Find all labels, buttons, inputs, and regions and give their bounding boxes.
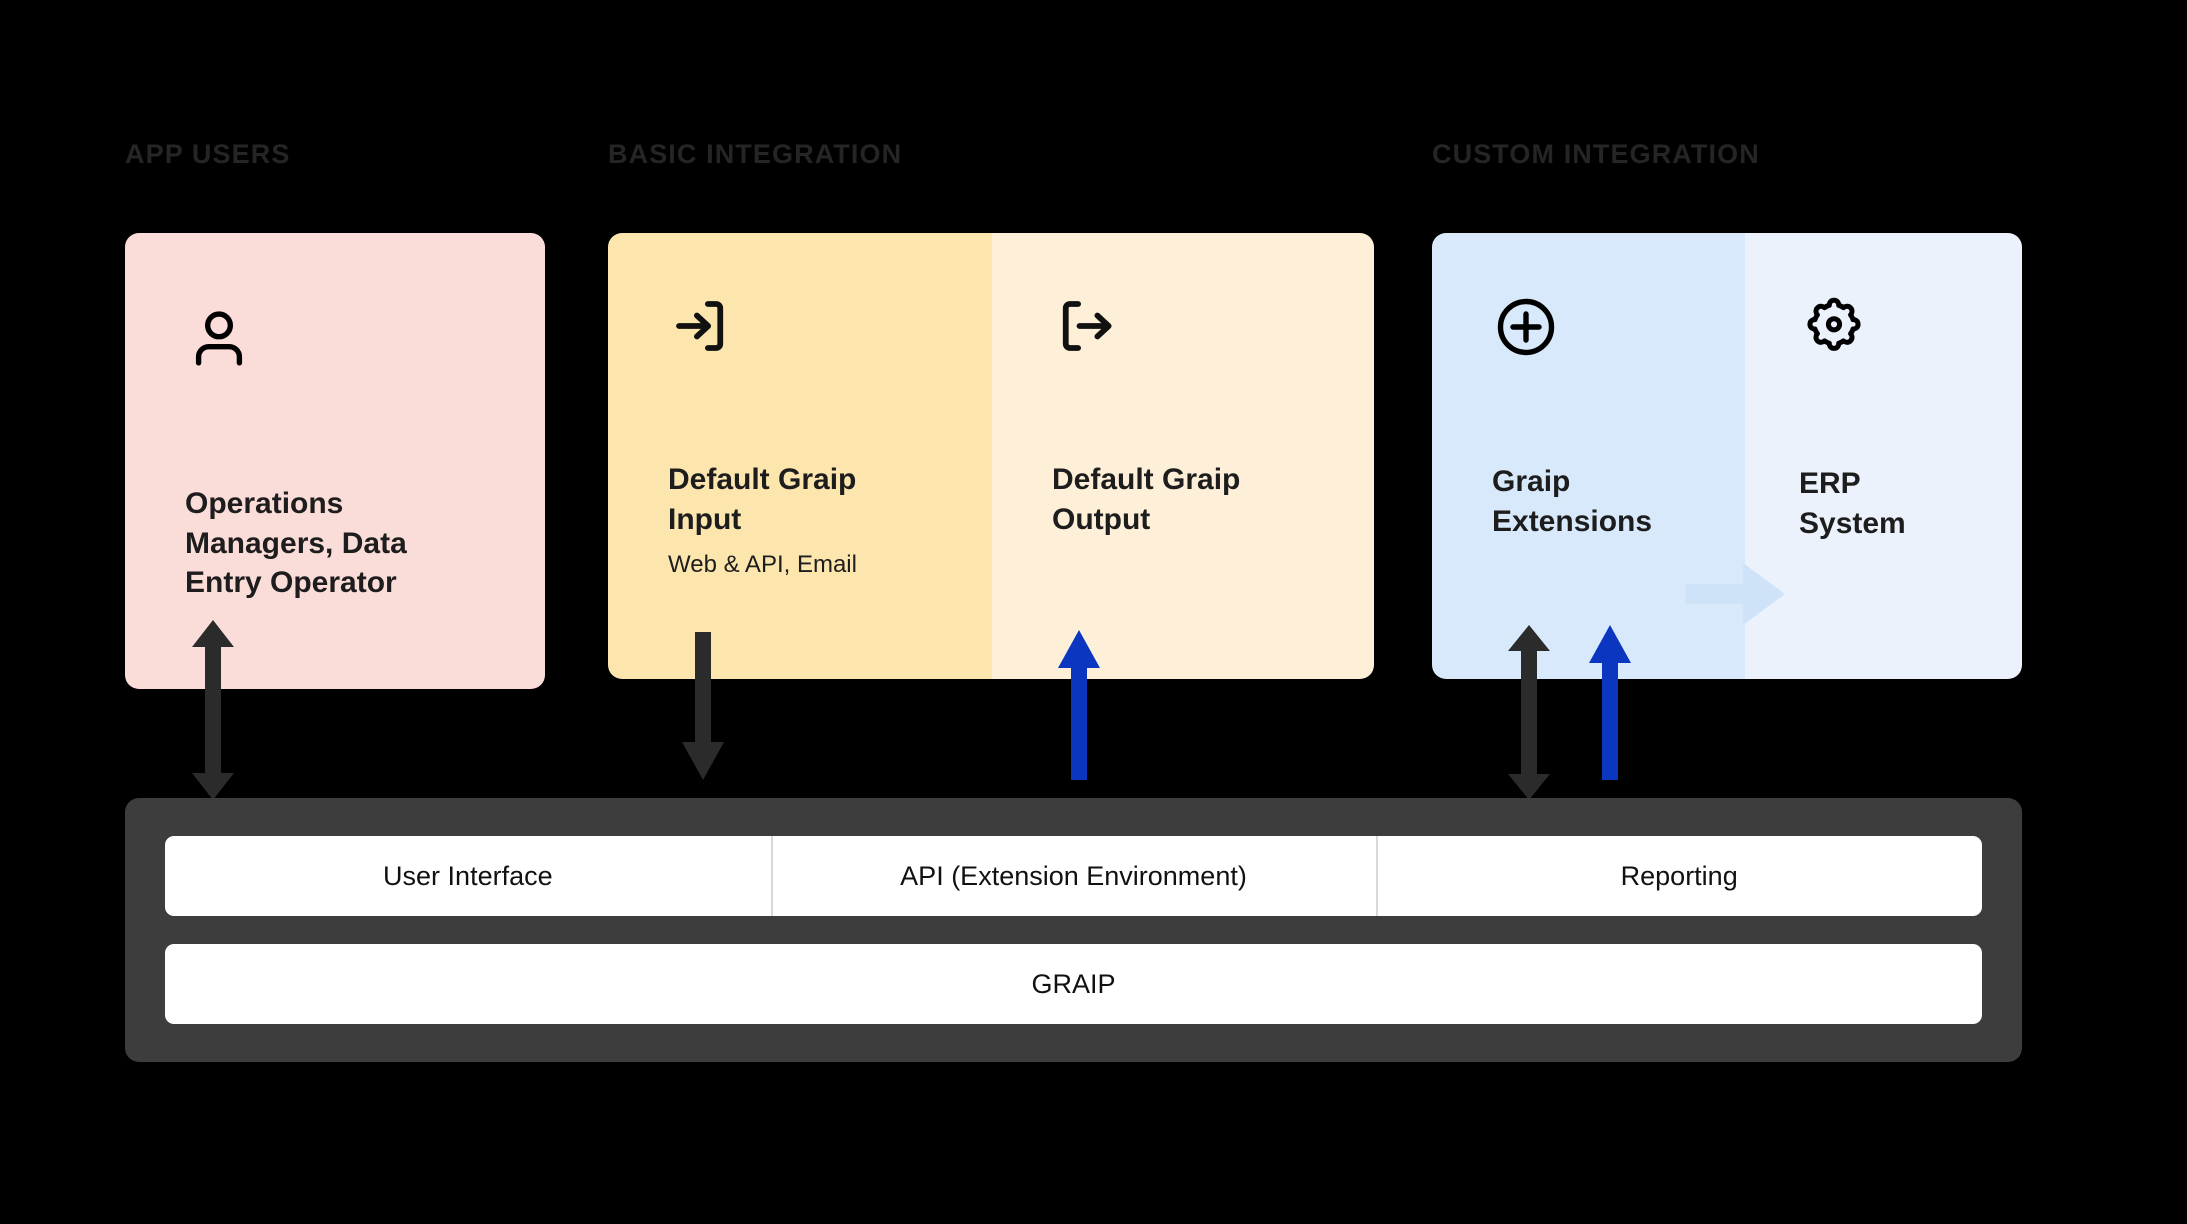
log-out-icon: [1052, 293, 1374, 364]
panel-graip-extensions[interactable]: Graip Extensions: [1432, 233, 1745, 679]
section-label-basic-integration: BASIC INTEGRATION: [608, 139, 903, 169]
card-basic-input-title: Default Graip Input: [668, 463, 857, 536]
card-erp-system-title: ERP System: [1799, 467, 1906, 540]
connector-basic-output-up: [1056, 630, 1102, 780]
person-icon: [185, 305, 545, 378]
section-label-app-users: APP USERS: [125, 139, 291, 169]
card-custom-integration[interactable]: Graip Extensions ERP System: [1432, 233, 2022, 679]
platform-cell-reporting[interactable]: Reporting: [1376, 836, 1982, 916]
connector-custom-reporting-up: [1587, 625, 1633, 780]
card-basic-output-title: Default Graip Output: [1052, 463, 1241, 536]
log-in-icon: [668, 293, 992, 364]
connector-app-users-bidirectional: [190, 620, 236, 800]
platform-cell-api-extension-environment[interactable]: API (Extension Environment): [770, 836, 1377, 916]
card-app-users-body: Operations Managers, Data Entry Operator: [125, 233, 545, 689]
platform-cell-user-interface[interactable]: User Interface: [383, 860, 553, 891]
card-app-users[interactable]: Operations Managers, Data Entry Operator: [125, 233, 545, 689]
connector-basic-input-down: [680, 632, 726, 780]
platform-services-row: User Interface API (Extension Environmen…: [165, 836, 1982, 916]
plus-circle-icon: [1492, 293, 1745, 366]
card-app-users-title: Operations Managers, Data Entry Operator: [185, 487, 407, 600]
graip-platform: User Interface API (Extension Environmen…: [125, 798, 2022, 1062]
platform-core-row: GRAIP: [165, 944, 1982, 1024]
gear-icon: [1799, 293, 2022, 368]
panel-default-graip-input[interactable]: Default Graip Input Web & API, Email: [608, 233, 992, 679]
card-basic-input-subtitle: Web & API, Email: [668, 551, 857, 579]
card-graip-extensions-title: Graip Extensions: [1492, 465, 1653, 538]
panel-erp-system[interactable]: ERP System: [1745, 233, 2022, 679]
card-basic-integration[interactable]: Default Graip Input Web & API, Email Def…: [608, 233, 1374, 679]
platform-cell-graip[interactable]: GRAIP: [1031, 968, 1116, 999]
connector-custom-bidirectional: [1506, 625, 1552, 800]
panel-default-graip-output[interactable]: Default Graip Output: [992, 233, 1374, 679]
section-label-custom-integration: CUSTOM INTEGRATION: [1432, 139, 1760, 169]
